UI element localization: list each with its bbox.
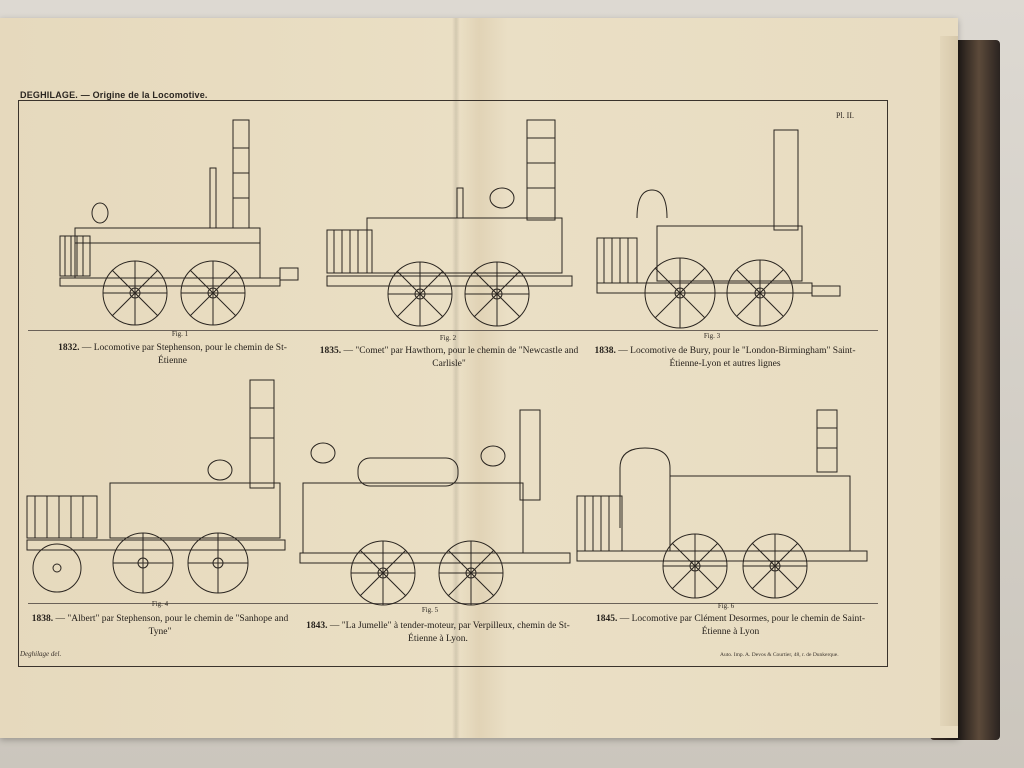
caption-year-6: 1845. — [595, 614, 618, 624]
plate-border — [18, 100, 888, 667]
page-title: DEGHILAGE. — Origine de la Locomotive. — [20, 90, 208, 100]
locomotive-drawing-3 — [592, 128, 852, 333]
caption-text-5: — "La Jumelle" à tender-moteur, par Verp… — [329, 621, 570, 644]
locomotive-drawing-6 — [575, 408, 880, 603]
artist-credit: Deghilage del. — [20, 650, 62, 658]
caption-year-5: 1843. — [306, 621, 328, 631]
figure-caption-2: 1835. — "Comet" par Hawthorn, pour le ch… — [318, 345, 580, 371]
printer-credit: Auto. Imp. A. Devos & Courtier, 48, r. d… — [720, 652, 839, 658]
figure-caption-5: 1843. — "La Jumelle" à tender-moteur, pa… — [303, 620, 573, 646]
figure-label-1: Fig. 1 — [171, 330, 189, 338]
figure-label-6: Fig. 6 — [717, 602, 735, 610]
row-divider-bottom — [28, 603, 878, 604]
plate-number: Pl. II. — [836, 111, 854, 120]
caption-text-1: — Locomotive par Stephenson, pour le che… — [81, 343, 287, 366]
figure-label-2: Fig. 2 — [439, 334, 457, 342]
locomotive-drawing-5 — [298, 408, 578, 608]
figure-label-5: Fig. 5 — [421, 606, 439, 614]
figure-label-3: Fig. 3 — [703, 332, 721, 340]
caption-year-3: 1838. — [594, 346, 616, 356]
locomotive-drawing-2 — [322, 118, 577, 328]
caption-text-4: — "Albert" par Stephenson, pour le chemi… — [55, 614, 289, 637]
figure-caption-1: 1832. — Locomotive par Stephenson, pour … — [50, 342, 295, 368]
caption-text-3: — Locomotive de Bury, pour le "London-Bi… — [618, 346, 856, 369]
caption-year-4: 1838. — [31, 614, 54, 624]
caption-year-2: 1835. — [319, 346, 342, 356]
figure-caption-6: 1845. — Locomotive par Clément Desormes,… — [588, 613, 873, 639]
row-divider — [28, 330, 878, 331]
figure-caption-3: 1838. — Locomotive de Bury, pour le "Lon… — [590, 345, 860, 371]
figure-label-4: Fig. 4 — [151, 600, 169, 608]
book-gutter — [452, 18, 460, 738]
locomotive-drawing-4 — [25, 378, 290, 598]
caption-text-6: — Locomotive par Clément Desormes, pour … — [619, 614, 866, 637]
caption-year-1: 1832. — [58, 343, 80, 353]
figure-caption-4: 1838. — "Albert" par Stephenson, pour le… — [25, 613, 295, 639]
caption-text-2: — "Comet" par Hawthorn, pour le chemin d… — [343, 346, 579, 369]
page-edge — [940, 36, 958, 726]
locomotive-drawing-1 — [55, 118, 305, 328]
